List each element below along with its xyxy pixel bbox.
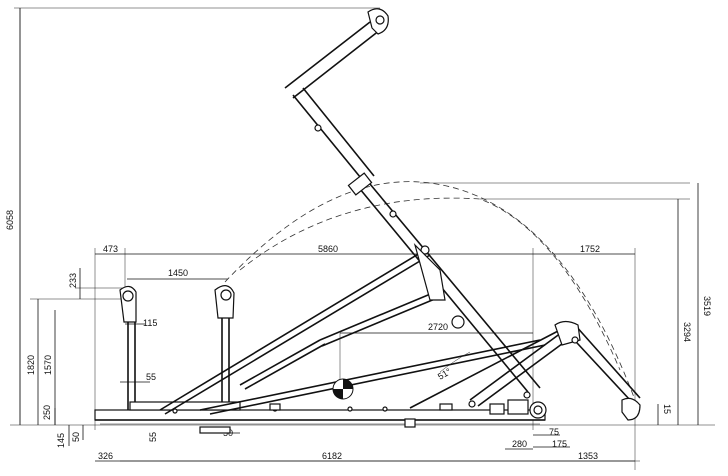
rear-pivot	[468, 391, 547, 419]
hook-arm-lowered	[469, 320, 641, 421]
dim-326: 326	[98, 451, 113, 461]
dim-1820: 1820	[26, 355, 36, 375]
extension-lines	[10, 7, 715, 470]
dim-3519: 3519	[702, 296, 712, 316]
dim-1570: 1570	[43, 355, 53, 375]
dim-280: 280	[512, 439, 527, 449]
dim-50-left: 50	[71, 432, 81, 442]
dim-115: 115	[143, 318, 157, 328]
tilted-frame	[159, 249, 561, 415]
dim-6182: 6182	[322, 451, 342, 461]
swing-arcs	[224, 181, 636, 401]
container-lower	[119, 285, 241, 411]
hydraulic-cylinder	[239, 289, 443, 390]
dim-1450: 1450	[168, 268, 188, 278]
center-of-gravity-icon	[332, 333, 354, 400]
dim-55-lower: 55	[148, 432, 158, 442]
hook-arm-raised	[284, 8, 541, 393]
dim-1353: 1353	[578, 451, 598, 461]
dim-175: 175	[552, 439, 567, 449]
dim-145: 145	[56, 433, 66, 448]
bottom-horizontal-dimensions: 326 6182 1353 280 175 75	[95, 427, 635, 462]
dim-473: 473	[103, 244, 118, 254]
dim-2720: 2720	[428, 322, 448, 332]
dim-6058: 6058	[5, 210, 15, 230]
dim-233: 233	[68, 273, 78, 288]
dim-15: 15	[662, 404, 672, 414]
dim-3294: 3294	[682, 322, 692, 342]
base-details	[172, 403, 453, 414]
vertical-dimensions-left: 6058 1820 1570 233 250 145 50 55	[5, 8, 158, 448]
truck-chassis	[94, 409, 546, 434]
dim-55-upper: 55	[146, 372, 156, 382]
angle-51: 51°	[436, 366, 453, 382]
dim-1752: 1752	[580, 244, 600, 254]
vertical-dimensions-right: 3294 3519 15	[657, 183, 712, 425]
dim-75: 75	[549, 427, 559, 437]
dim-250: 250	[42, 405, 52, 420]
dim-5860: 5860	[318, 244, 338, 254]
